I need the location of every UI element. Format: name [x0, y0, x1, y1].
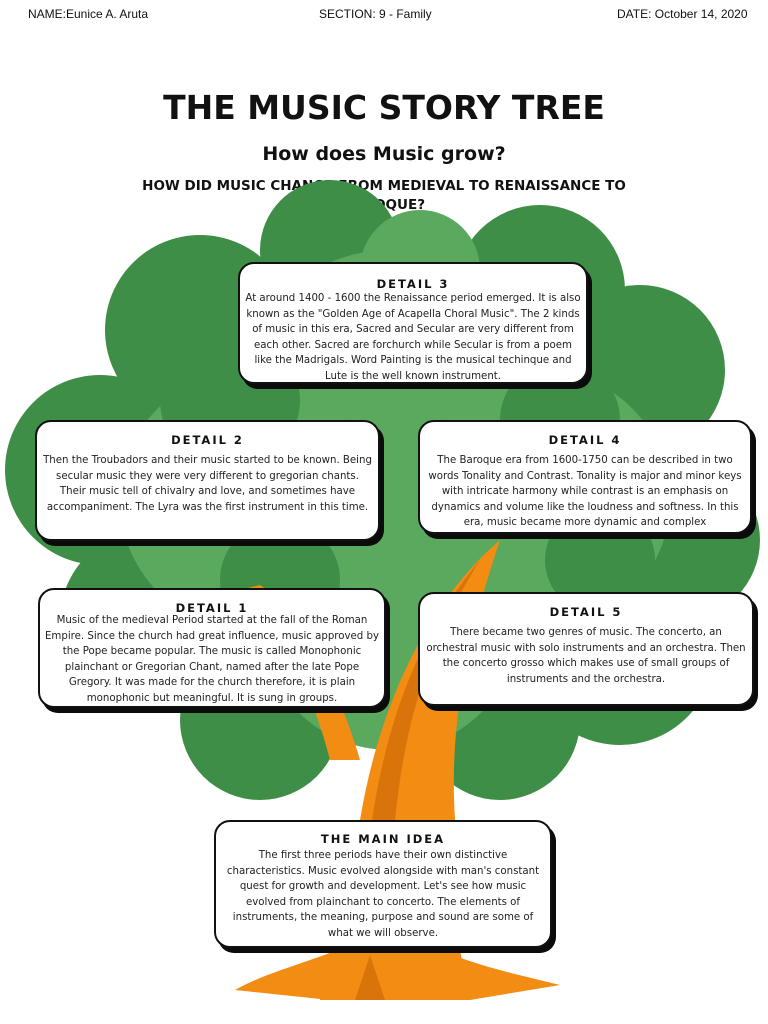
detail-3-heading: DETAIL 3 — [376, 277, 450, 291]
detail-5-heading: DETAIL 5 — [549, 605, 623, 619]
student-name: NAME:Eunice A. Aruta — [28, 7, 149, 21]
main-idea-text: The first three periods have their own d… — [226, 850, 540, 939]
page-subtitle: How does Music grow? — [262, 143, 506, 165]
detail-2-heading: DETAIL 2 — [171, 433, 244, 447]
detail-4-text: The Baroque era from 1600-1750 can be de… — [428, 455, 742, 529]
main-idea-heading: THE MAIN IDEA — [320, 832, 446, 846]
detail-3-card: DETAIL 3 At around 1400 - 1600 the Renai… — [238, 262, 588, 384]
detail-2-text: Then the Troubadors and their music star… — [43, 455, 372, 513]
detail-5-card: DETAIL 5 There became two genres of musi… — [418, 592, 754, 706]
detail-1-heading: DETAIL 1 — [175, 601, 249, 615]
detail-1-text: Music of the medieval Period started at … — [45, 615, 379, 704]
date-label: DATE: October 14, 2020 — [617, 7, 748, 21]
detail-5-text: There became two genres of music. The co… — [426, 627, 746, 685]
detail-4-heading: DETAIL 4 — [548, 433, 622, 447]
detail-1-card: DETAIL 1 Music of the medieval Period st… — [38, 588, 386, 708]
section-label: SECTION: 9 - Family — [319, 7, 432, 21]
detail-3-text: At around 1400 - 1600 the Renaissance pe… — [245, 293, 581, 382]
detail-4-card: DETAIL 4 The Baroque era from 1600-1750 … — [418, 420, 752, 534]
detail-2-card: DETAIL 2 Then the Troubadors and their m… — [35, 420, 380, 541]
main-idea-card: THE MAIN IDEA The first three periods ha… — [214, 820, 552, 948]
page-title: THE MUSIC STORY TREE — [163, 88, 605, 127]
